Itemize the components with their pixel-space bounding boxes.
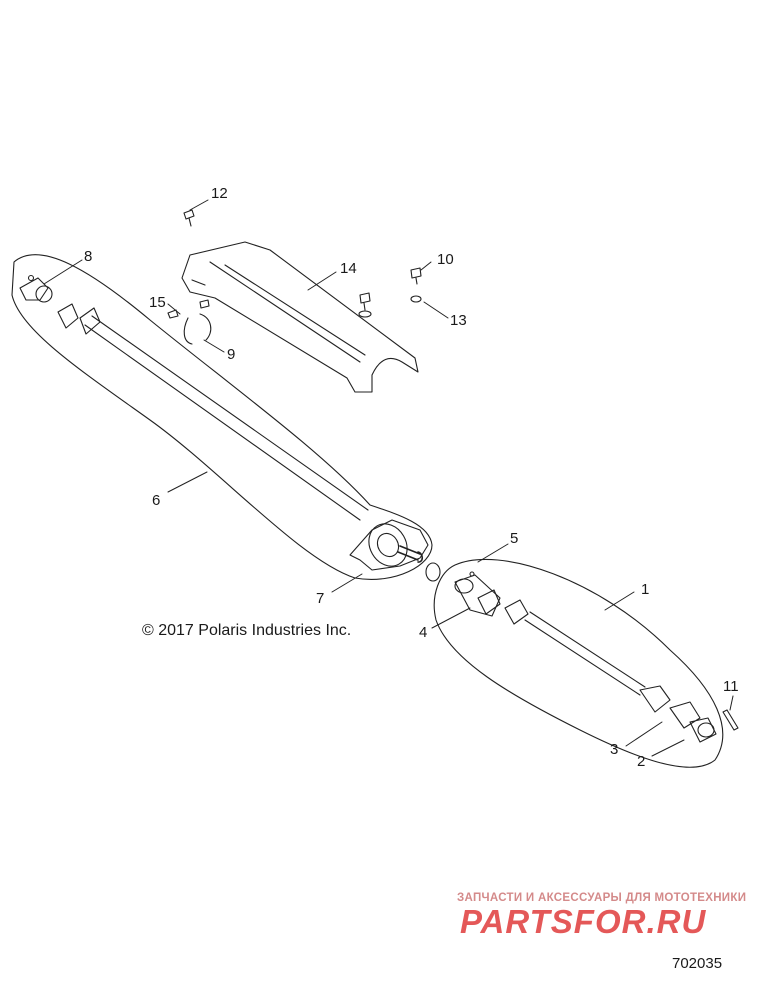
callout-12: 12 [211, 185, 228, 202]
clip-15 [167, 299, 210, 319]
splined-stub [397, 545, 423, 563]
figure-number: 702035 [672, 955, 723, 972]
front-cross-joint [477, 589, 529, 625]
callout-7: 7 [316, 590, 325, 607]
front-shaft-tube [524, 611, 646, 696]
callout-6: 6 [152, 492, 161, 509]
watermark-logo-text: PARTSFOR.RU [460, 903, 706, 940]
front-slip-yoke [454, 574, 501, 617]
bolt-12 [183, 209, 195, 227]
callout-5: 5 [510, 530, 519, 547]
watermark-logo: PARTSFOR.RU [460, 903, 706, 940]
roll-pin [722, 709, 739, 731]
bolt-mid [359, 292, 371, 311]
rear-shaft-group-outline [11, 254, 433, 580]
heat-shield [181, 241, 419, 393]
callout-8: 8 [84, 248, 93, 265]
callout-3: 3 [610, 741, 619, 758]
callout-1: 1 [641, 581, 650, 598]
callout-9: 9 [227, 346, 236, 363]
callout-10: 10 [437, 251, 454, 268]
carrier-bearing [349, 519, 429, 571]
clamp-9 [183, 313, 212, 345]
callout-4: 4 [419, 624, 428, 641]
rear-shaft-tube [84, 315, 369, 521]
copyright-notice: © 2017 Polaris Industries Inc. [142, 622, 352, 639]
callout-2: 2 [637, 753, 646, 770]
snap-ring [425, 562, 441, 582]
callout-15: 15 [149, 294, 166, 311]
leaders [43, 199, 734, 757]
callout-13: 13 [450, 312, 467, 329]
watermark-tagline: ЗАПЧАСТИ И АКСЕССУАРЫ ДЛЯ МОТОТЕХНИКИ [457, 892, 747, 904]
callout-11: 11 [723, 678, 739, 695]
rear-yoke [19, 277, 101, 335]
rear-cross-joint [639, 685, 717, 743]
front-shaft-group-outline [433, 558, 724, 768]
bolt-10 [410, 267, 422, 285]
callout-14: 14 [340, 260, 357, 277]
washer-13 [410, 295, 422, 303]
